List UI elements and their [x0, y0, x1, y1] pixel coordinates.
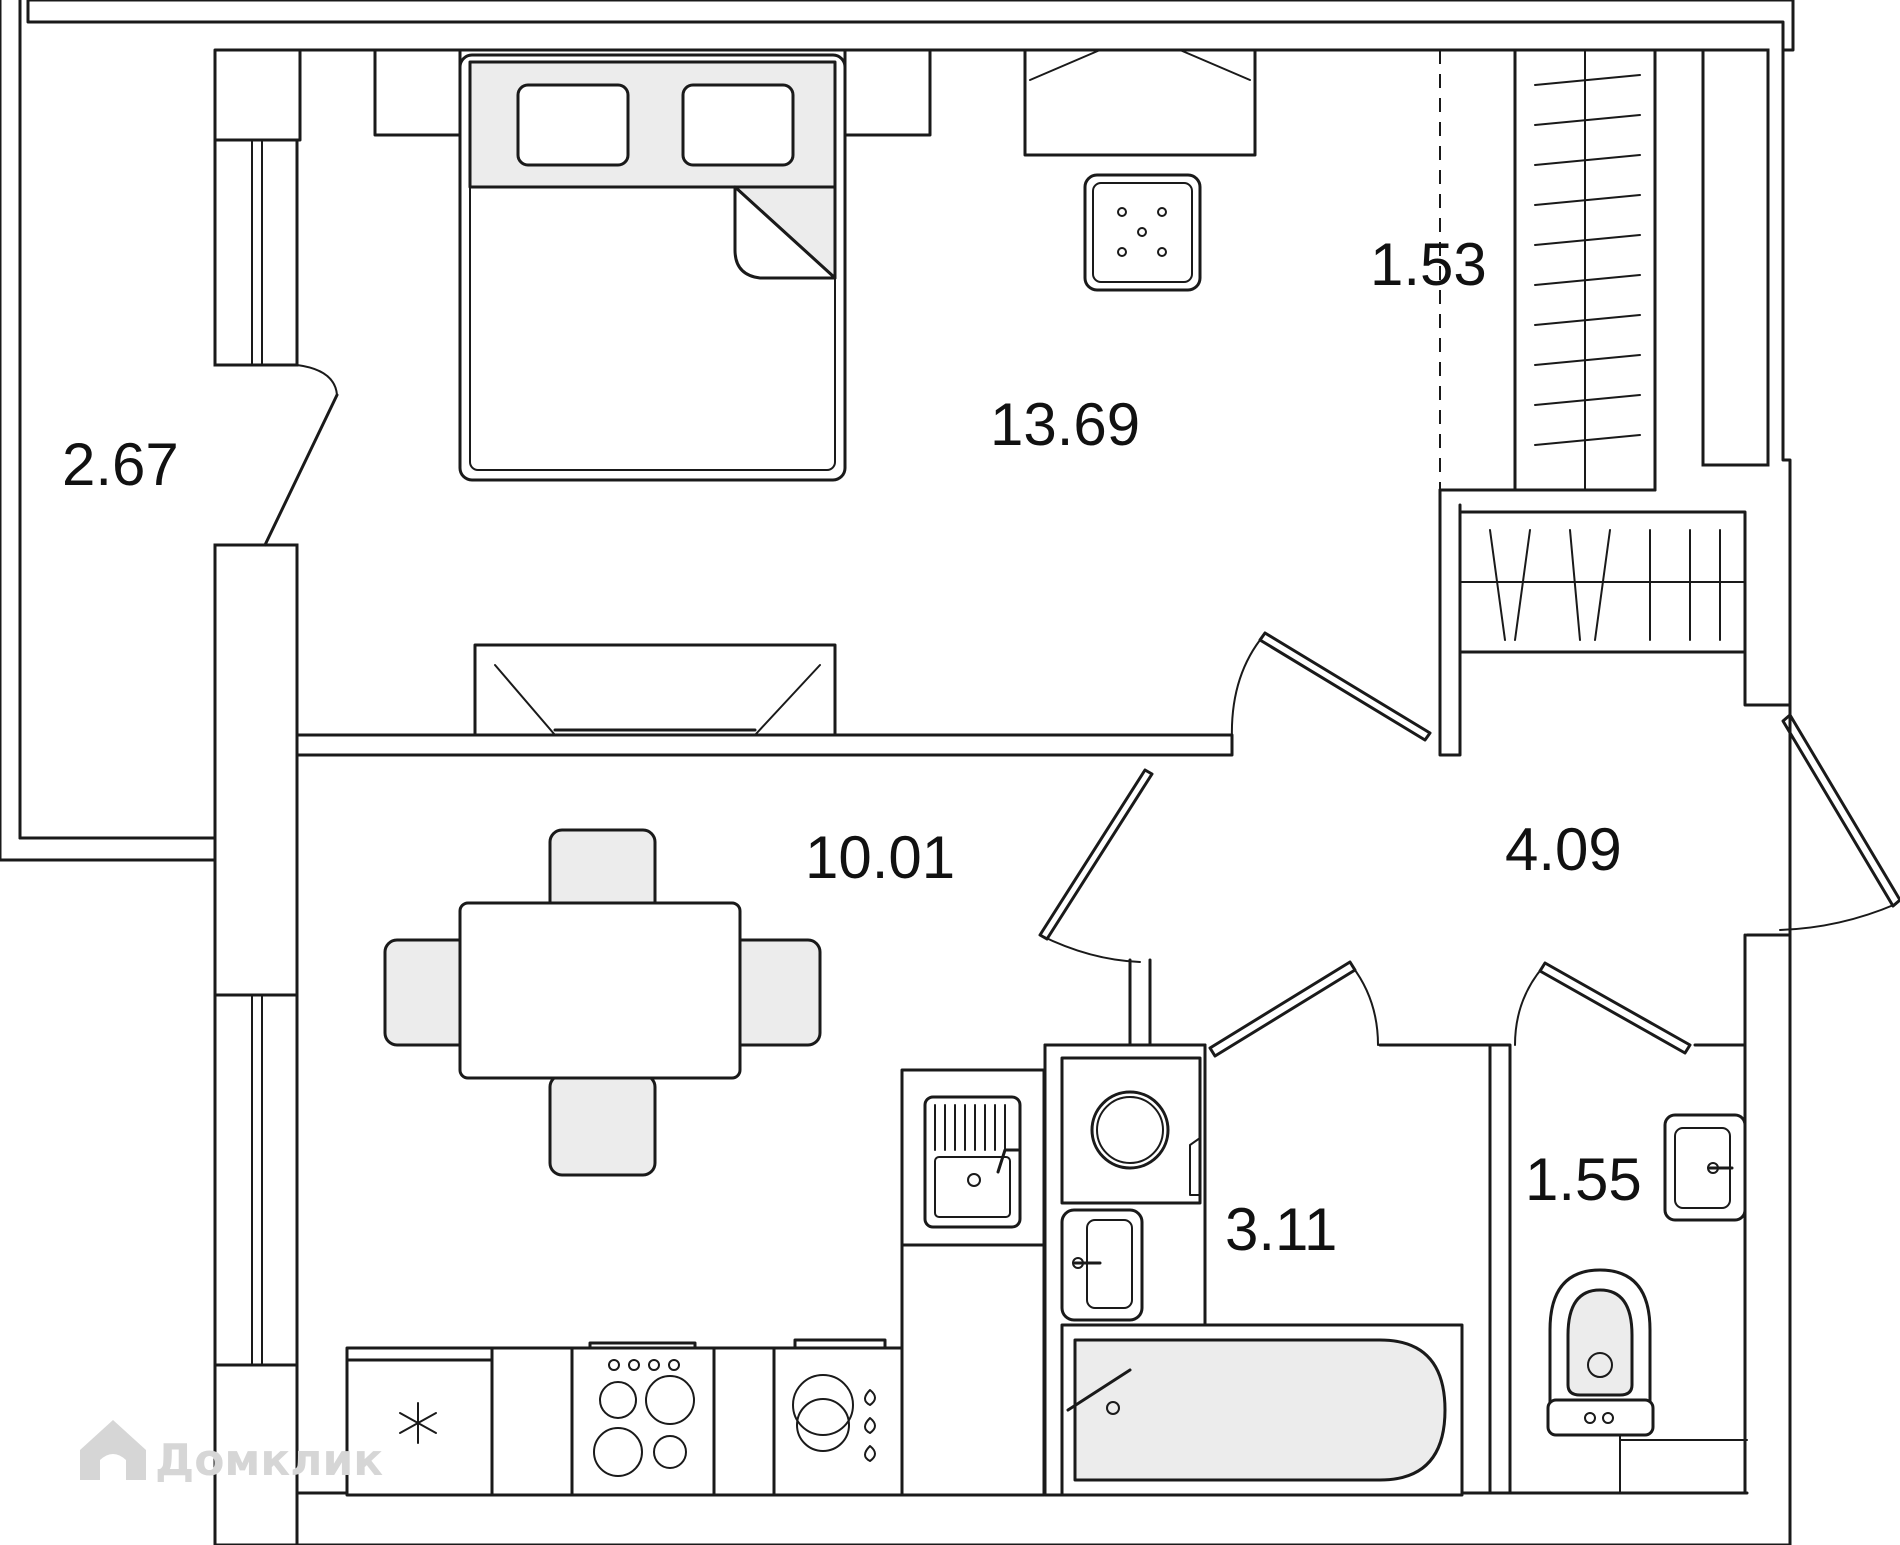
- toilet-sink: [1663, 1113, 1747, 1222]
- bathroom-sink: [1060, 1208, 1144, 1322]
- left-wall-segment: [213, 543, 299, 997]
- toilet: [1546, 1268, 1748, 1494]
- walls: [0, 0, 1795, 1545]
- wardrobe-area-label: 1.53: [1370, 231, 1487, 298]
- house-logo-icon: [80, 1420, 146, 1480]
- kitchen-counter: [345, 1068, 1046, 1497]
- freezer-icon: [345, 1358, 494, 1444]
- window-frame-right: [1701, 48, 1770, 467]
- window-frame-kitchen: [213, 993, 299, 1367]
- hall-closet: [1458, 510, 1747, 654]
- dining-set: [383, 828, 822, 1177]
- bedroom-furniture: [373, 48, 1257, 737]
- left-wall-bottom: [213, 1363, 299, 1545]
- window-frame-bedroom: [213, 138, 299, 367]
- stove: [588, 1341, 697, 1477]
- nightstand-right: [843, 48, 932, 137]
- kitchen-sink: [923, 1095, 1022, 1229]
- bedroom-area-label: 13.69: [990, 391, 1140, 458]
- desk: [1023, 48, 1257, 157]
- area-labels: 2.67 13.69 1.53 10.01 4.09 3.11 1.55: [62, 231, 1642, 1263]
- hallway-area-label: 4.09: [1505, 816, 1622, 883]
- pillow-left: [516, 83, 630, 167]
- toilet-fixtures: [1546, 1113, 1748, 1494]
- bathtub: [1060, 1323, 1464, 1497]
- bathroom-fixtures: [1043, 1043, 1464, 1497]
- stool: [1083, 173, 1202, 292]
- dining-table: [458, 901, 742, 1080]
- nightstand-left: [373, 48, 462, 137]
- watermark: Домклик: [80, 1420, 383, 1486]
- dishwasher: [792, 1338, 887, 1462]
- doors: [1038, 631, 1900, 1058]
- pillow-right: [681, 83, 795, 167]
- double-bed: [458, 53, 847, 482]
- watermark-text: Домклик: [155, 1435, 383, 1486]
- wardrobe-closet: [1513, 48, 1657, 492]
- toilet-area-label: 1.55: [1525, 1146, 1642, 1213]
- kitchen-area-label: 10.01: [805, 824, 955, 891]
- balcony-area-label: 2.67: [62, 431, 179, 498]
- bathroom-area-label: 3.11: [1225, 1196, 1337, 1263]
- chair-bottom: [548, 1073, 657, 1177]
- washing-machine: [1060, 1056, 1202, 1205]
- tv-stand: [473, 643, 837, 737]
